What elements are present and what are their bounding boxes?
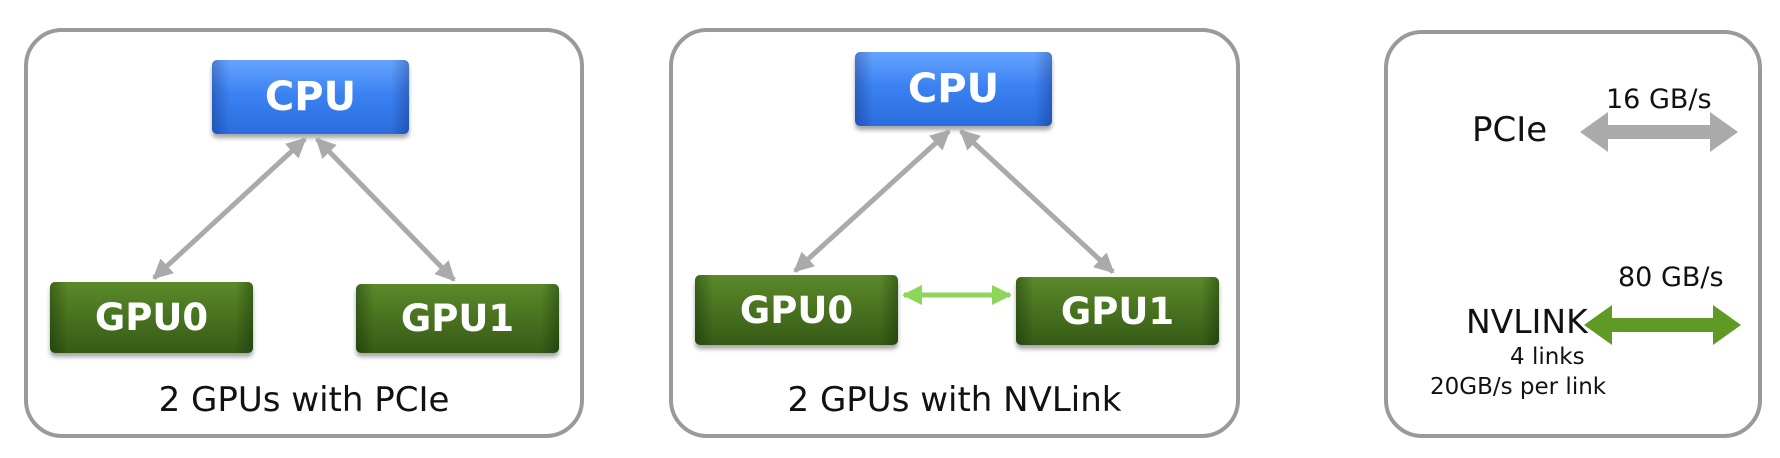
pcie-link-cpu-gpu0 xyxy=(152,137,307,280)
legend-panel xyxy=(1384,30,1762,438)
legend-pcie-arrow xyxy=(1580,112,1738,152)
cpu-node: CPU xyxy=(212,60,409,134)
gpu1-node: GPU1 xyxy=(356,284,559,353)
gpu0-node: GPU0 xyxy=(50,282,253,353)
legend-nvlink-arrow xyxy=(1584,305,1741,345)
cpu-label: CPU xyxy=(907,66,1000,112)
gpu1-label: GPU1 xyxy=(1060,289,1175,333)
legend-nvlink-per-link: 20GB/s per link xyxy=(1430,374,1607,400)
gpu0-node: GPU0 xyxy=(695,275,898,345)
legend-pcie-bandwidth: 16 GB/s xyxy=(1606,84,1712,115)
nvlink-diagram-caption: 2 GPUs with NVLink xyxy=(787,380,1122,420)
legend-nvlink-label: NVLINK xyxy=(1466,302,1588,341)
gpu1-node: GPU1 xyxy=(1016,277,1219,345)
pcie-link-cpu-gpu0 xyxy=(793,129,951,273)
gpu0-label: GPU0 xyxy=(94,296,209,339)
legend-nvlink-links: 4 links xyxy=(1510,344,1585,370)
legend-nvlink-bandwidth: 80 GB/s xyxy=(1618,262,1724,293)
cpu-node: CPU xyxy=(855,52,1052,126)
gpu0-label: GPU0 xyxy=(739,288,854,332)
pcie-link-cpu-gpu1 xyxy=(959,129,1115,274)
pcie-diagram-caption: 2 GPUs with PCIe xyxy=(158,380,450,420)
pcie-link-cpu-gpu1 xyxy=(315,137,456,282)
legend-pcie-label: PCIe xyxy=(1472,110,1548,150)
cpu-label: CPU xyxy=(264,74,357,120)
gpu1-label: GPU1 xyxy=(400,297,515,340)
